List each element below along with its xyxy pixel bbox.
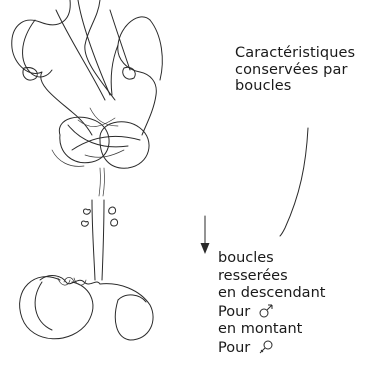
caption-line-3: boucles bbox=[235, 78, 383, 95]
loops-line-6: Pour bbox=[218, 339, 383, 358]
loops-note: boucles resserées en descendant Pour en … bbox=[218, 250, 383, 357]
loops-line-5: en montant bbox=[218, 321, 383, 339]
down-arrow-icon bbox=[201, 216, 210, 254]
caption-line-1: Caractéristiques bbox=[235, 45, 383, 62]
lower-figure-sketch bbox=[20, 200, 153, 340]
connector-line bbox=[280, 128, 308, 236]
male-symbol-icon bbox=[258, 303, 274, 319]
loops-line-6-prefix: Pour bbox=[218, 340, 250, 356]
loops-line-4-prefix: Pour bbox=[218, 304, 250, 320]
upper-figure-sketch bbox=[12, 0, 163, 196]
caption-line-2: conservées par bbox=[235, 62, 383, 79]
caption-text: Caractéristiques conservées par boucles bbox=[235, 45, 383, 95]
loops-line-1: boucles bbox=[218, 250, 383, 268]
loops-line-3: en descendant bbox=[218, 285, 383, 303]
female-symbol-icon bbox=[258, 339, 274, 355]
loops-line-4: Pour bbox=[218, 303, 383, 322]
loops-line-2: resserées bbox=[218, 268, 383, 286]
